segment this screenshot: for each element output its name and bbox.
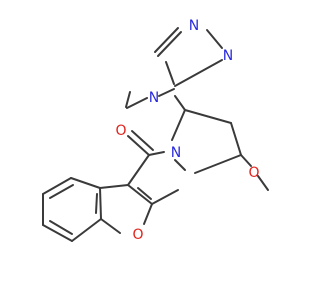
bond: [184, 109, 232, 124]
bond: [125, 91, 131, 108]
bond: [174, 59, 223, 87]
bond: [154, 27, 179, 53]
bond: [71, 218, 102, 242]
bond: [70, 177, 101, 189]
bond: [137, 187, 152, 200]
bond: [165, 61, 175, 85]
bond: [127, 184, 153, 205]
atom-o-carbonyl: O: [115, 123, 126, 139]
bond: [126, 97, 148, 109]
bond: [42, 224, 73, 242]
bond: [127, 135, 150, 156]
bond: [158, 88, 175, 97]
bond: [131, 130, 154, 151]
bond: [95, 193, 98, 214]
atom-labels: N N N O N O O: [115, 18, 259, 243]
bond: [240, 154, 252, 167]
bond: [127, 154, 150, 186]
molecule-diagram: N N N O N O O: [42, 18, 269, 243]
atom-o-methoxy: O: [248, 165, 259, 181]
atom-n-triazole-methyl: N: [149, 90, 159, 106]
bond: [174, 95, 186, 111]
bond: [151, 189, 179, 205]
bond: [257, 175, 269, 191]
bond: [174, 159, 186, 171]
bond: [230, 122, 242, 156]
bond: [100, 218, 121, 234]
atom-n-pyrrolidine: N: [171, 145, 181, 161]
bond: [171, 109, 186, 141]
bond: [42, 177, 72, 195]
atom-o-furan: O: [132, 227, 143, 243]
bond: [143, 203, 153, 225]
bond: [49, 220, 73, 235]
bond: [99, 187, 102, 220]
bonds: [42, 27, 269, 242]
bond: [99, 184, 129, 189]
atom-n-triazole-right: N: [223, 48, 233, 64]
bond: [157, 31, 182, 57]
bond: [206, 29, 223, 49]
bond: [49, 184, 74, 199]
bond: [194, 154, 242, 174]
atom-n-triazole-top: N: [189, 18, 199, 34]
bond: [148, 151, 165, 156]
